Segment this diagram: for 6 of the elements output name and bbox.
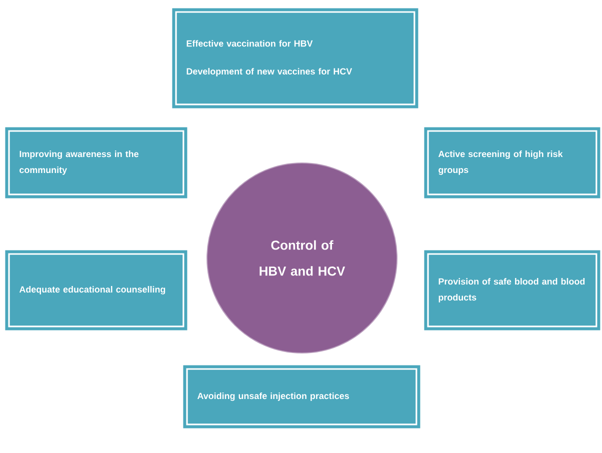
text-box: Effective vaccination for HBV Development of new vaccines for HCV — [172, 8, 418, 108]
text-box: Active screening of high risk groups — [424, 127, 600, 198]
text-box: Provision of safe blood and blood products — [424, 250, 600, 330]
text-box: Adequate educational counselling — [5, 250, 188, 330]
text-box: Avoiding unsafe injection practices — [183, 365, 420, 428]
text-box: Improving awareness in the community — [5, 127, 188, 198]
